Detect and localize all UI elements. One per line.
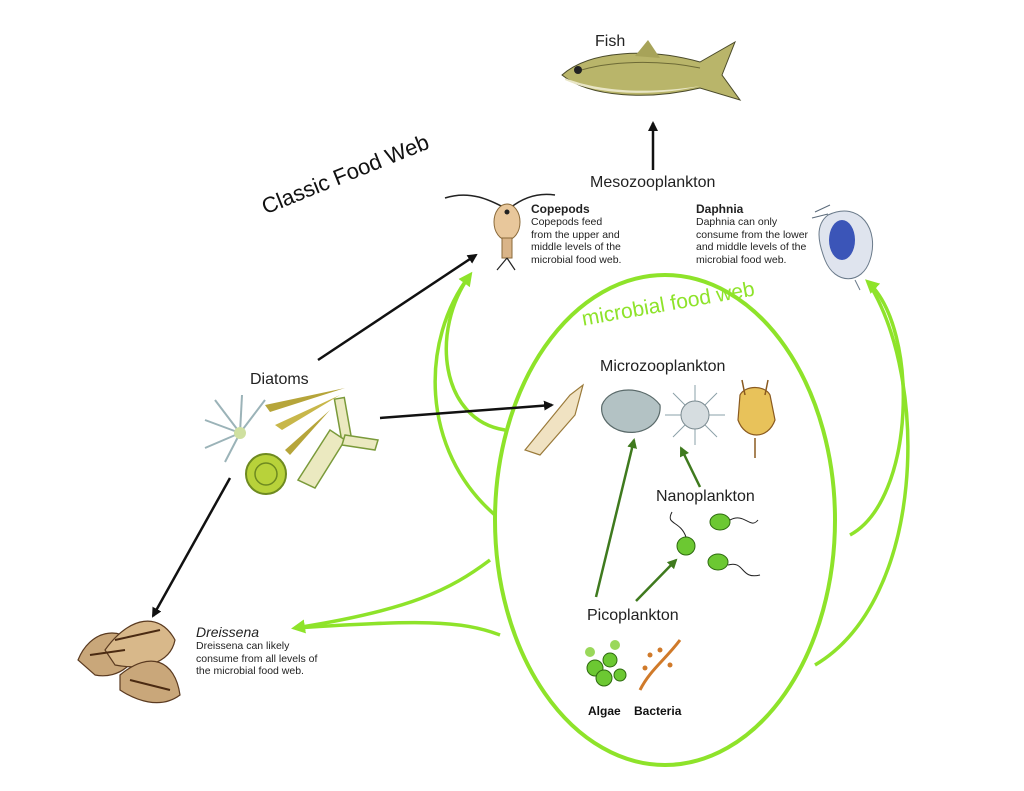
dreissena-line: consume from all levels of — [196, 652, 318, 665]
green-arrow-to-copepods-2 — [433, 273, 497, 517]
copepods-note: Copepods Copepods feed from the upper an… — [531, 202, 621, 266]
bacteria-icon — [638, 639, 682, 691]
label-picoplankton: Picoplankton — [587, 607, 679, 624]
copepods-line: Copepods feed — [531, 216, 603, 228]
label-bacteria: Bacteria — [634, 704, 682, 718]
radiolarian-icon — [665, 385, 725, 445]
daphnia-line: microbial food web. — [696, 253, 787, 266]
microbial-web-oval — [493, 273, 837, 767]
copepods-line: microbial food web. — [531, 253, 622, 266]
arrow-pico-to-nano — [635, 558, 678, 602]
label-mesozooplankton: Mesozooplankton — [590, 174, 716, 191]
dreissena-note: Dreissena Dreissena can likely consume f… — [196, 624, 317, 678]
daphnia-line: Daphnia can only — [696, 216, 778, 228]
daphnia-icon — [811, 204, 874, 291]
label-algae: Algae — [588, 704, 621, 718]
copepods-line: middle levels of the — [531, 241, 621, 253]
green-arrow-to-daphnia — [849, 279, 906, 537]
daphnia-title: Daphnia — [696, 202, 744, 216]
green-arrow-to-daphnia-2 — [814, 281, 910, 667]
daphnia-note: Daphnia Daphnia can only consume from th… — [696, 202, 808, 266]
copepods-line: from the upper and — [531, 228, 620, 241]
algae-cells-icon — [585, 640, 627, 687]
arrow-pico-to-micro — [594, 438, 637, 598]
green-arrow-to-dreissena — [291, 558, 492, 634]
arrow-diatoms-to-dreissena — [151, 477, 232, 618]
dinoflagellate-icon — [601, 389, 661, 433]
label-fish: Fish — [595, 33, 626, 50]
dreissena-line: the microbial food web. — [196, 665, 304, 677]
copepods-title: Copepods — [531, 202, 590, 216]
ciliate-icon — [523, 383, 585, 456]
green-arrow-to-dreissena-2 — [294, 620, 501, 637]
dreissena-title: Dreissena — [196, 624, 260, 640]
dreissena-mussel-icon — [77, 620, 181, 704]
flagellate-icon — [669, 511, 761, 577]
diatom-icon — [204, 388, 379, 495]
arrow-diatoms-to-copepods — [317, 253, 478, 362]
label-diatoms: Diatoms — [250, 371, 309, 388]
label-microzooplankton: Microzooplankton — [600, 358, 726, 375]
fish-icon — [561, 40, 742, 101]
copepod-icon — [444, 193, 556, 271]
dreissena-line: Dreissena can likely — [196, 640, 290, 652]
dinoflagellate-icon — [737, 379, 776, 458]
daphnia-line: and middle levels of the — [696, 241, 807, 253]
label-nanoplankton: Nanoplankton — [656, 488, 755, 505]
arrow-diatoms-to-micro — [379, 400, 554, 420]
daphnia-line: consume from the lower — [696, 228, 809, 241]
arrow-nano-to-micro — [679, 446, 702, 488]
